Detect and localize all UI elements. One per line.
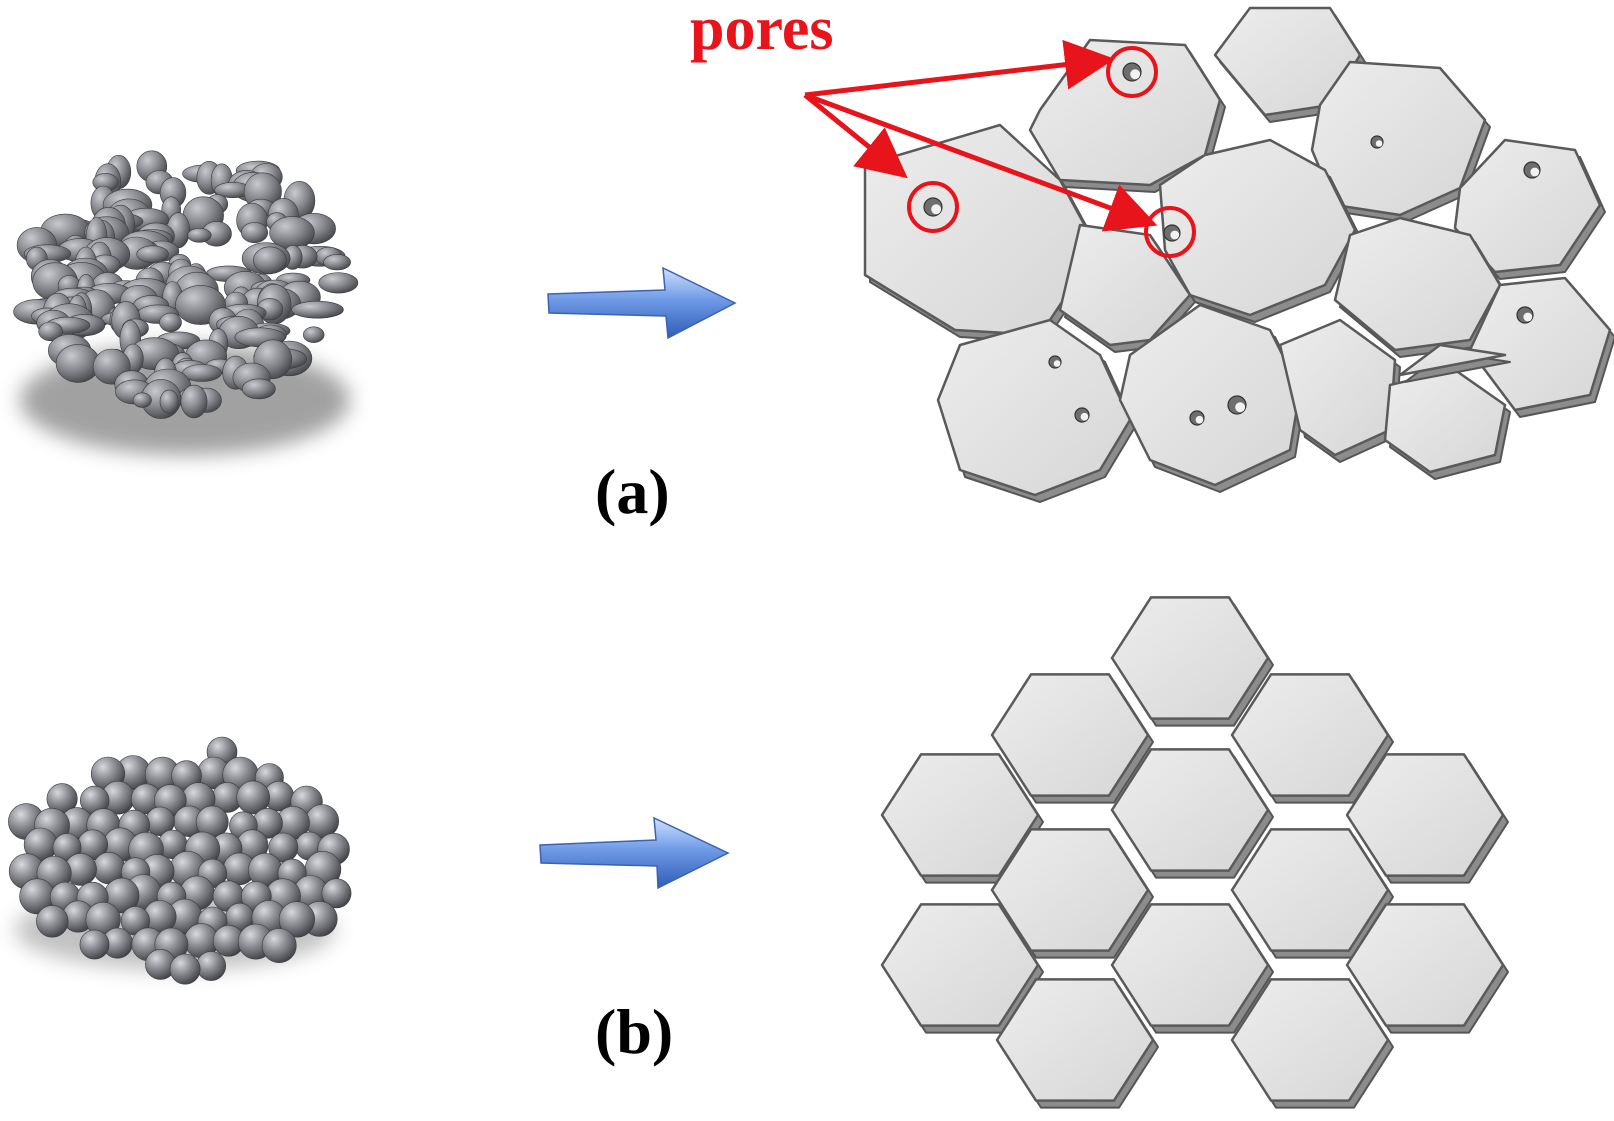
pores-label: pores [690,0,834,63]
porous-grain-structure [863,6,1614,503]
hexagonal-grain [1110,596,1270,720]
hexagonal-grain [1230,828,1390,952]
pore-highlight [931,204,942,215]
particle [321,878,352,909]
hexagonal-grain [1110,903,1270,1027]
particle [79,929,110,960]
pore-highlight [1130,69,1141,80]
particle [38,321,63,342]
hexagonal-grain [880,753,1040,877]
grain [1158,138,1357,317]
particle [55,344,101,383]
hexagonal-grain [1345,753,1505,877]
grain [1118,303,1302,487]
particle [196,951,227,981]
pore-arrow-1 [804,39,1115,98]
pore-highlight [1080,412,1089,421]
pore-highlight [1530,167,1540,177]
grain [1213,6,1362,117]
uniform-particle-cluster [8,736,352,985]
irregular-particle-cluster [13,150,359,419]
particle [136,245,169,263]
particle [182,364,222,382]
hexagonal-grain [1110,748,1270,872]
pore-highlight [1235,402,1246,413]
panel-label-b: (b) [595,996,674,1067]
dense-hexagonal-grain-structure [880,596,1509,1109]
particle [236,780,270,815]
particle [278,901,316,938]
particle [187,228,212,243]
hexagonal-grain [1230,978,1390,1102]
particle [159,389,179,414]
pore-highlight [1375,140,1383,147]
pore-highlight [1053,360,1061,367]
pore-highlight [1195,415,1204,424]
hexagonal-grain [995,978,1155,1102]
pore-arrow-3 [804,92,1158,232]
particle [36,905,69,938]
process-arrow-b [539,816,730,890]
particle [159,312,182,333]
particle [241,378,276,400]
particle [261,928,297,964]
panel-label-a: (a) [595,456,670,527]
pore-highlight [1523,312,1533,322]
grain [936,318,1132,497]
particle [318,272,359,294]
pore-highlight [1170,230,1180,240]
particle [291,300,344,319]
particle [169,953,201,985]
particle [132,392,152,408]
particle [241,222,269,244]
pore-marker-circle [1144,206,1196,258]
pore-annotations [803,39,1196,258]
pore-arrow-2 [803,93,908,179]
hexagonal-grain [990,828,1150,952]
particle [253,246,287,274]
hexagonal-grain [1230,673,1390,797]
particle [180,384,208,419]
pore-marker-circle [1106,46,1158,98]
process-arrow-a [547,266,737,340]
hexagonal-grain [990,673,1150,797]
hexagonal-grain [1345,903,1505,1027]
grain [1398,343,1507,377]
particle [303,326,325,343]
pore-marker-circle [907,181,959,233]
particle [323,254,351,271]
hexagonal-grain [880,903,1040,1027]
grain [1333,216,1502,352]
